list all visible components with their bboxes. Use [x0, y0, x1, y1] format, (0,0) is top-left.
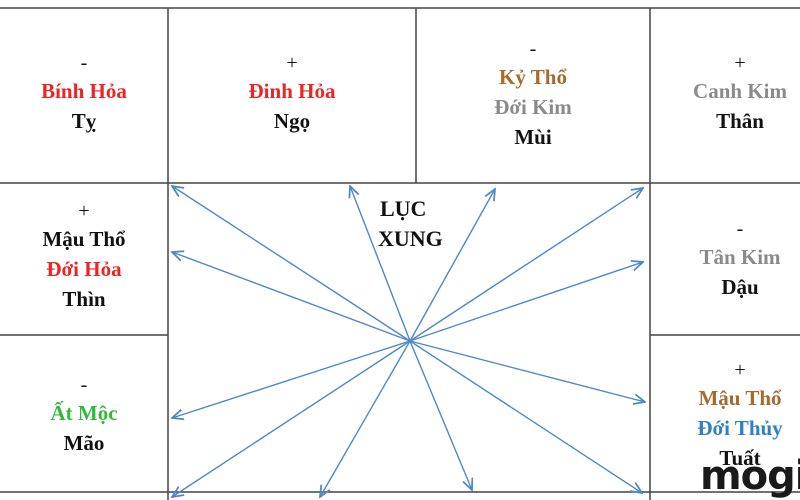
- clash-arrows: [172, 186, 645, 497]
- stem-mao: Ất Mộc: [50, 401, 118, 425]
- stem-mui: Kỷ Thổ: [499, 65, 567, 89]
- branch-thin: Thìn: [62, 287, 106, 311]
- cell-mui: - Kỷ Thổ Đới Kim Mùi: [416, 36, 650, 152]
- sub-thin: Đới Hỏa: [46, 257, 122, 281]
- clash-arrow-12: [172, 340, 411, 497]
- cell-ngo: + Đinh Hỏa Ngọ: [168, 50, 416, 136]
- stem-thin: Mậu Thổ: [42, 227, 126, 251]
- cell-ty: - Bính Hỏa Tỵ: [0, 50, 168, 136]
- clash-arrow-7: [172, 340, 411, 418]
- stem-ty: Bính Hỏa: [41, 79, 127, 103]
- clash-arrow-1: [172, 186, 411, 342]
- clash-arrow-6: [409, 262, 643, 342]
- sub-tuat: Đới Thủy: [697, 416, 783, 440]
- clash-arrow-9: [320, 340, 411, 497]
- branch-ty: Tỵ: [71, 109, 97, 133]
- stem-ngo: Đinh Hỏa: [248, 79, 336, 103]
- cell-tuat: + Mậu Thổ Đới Thủy Tuất: [650, 357, 800, 473]
- branch-tuat: Tuất: [719, 446, 761, 470]
- clash-arrow-3: [409, 189, 495, 342]
- cell-than: + Canh Kim Thân: [650, 50, 800, 136]
- stem-tuat: Mậu Thổ: [698, 386, 782, 410]
- sign-than: +: [734, 52, 746, 74]
- branch-than: Thân: [716, 109, 764, 133]
- sign-ty: -: [80, 52, 88, 74]
- clash-arrow-4: [409, 188, 643, 342]
- clash-arrow-10: [409, 340, 472, 490]
- sign-tuat: +: [734, 359, 746, 381]
- branch-ngo: Ngọ: [273, 109, 311, 133]
- clash-arrow-2: [350, 186, 411, 342]
- center-label-line1: LỤC: [380, 196, 427, 221]
- center-label-line2: XUNG: [378, 226, 443, 251]
- center-label: LỤC XUNG: [378, 194, 443, 254]
- cell-dau: - Tân Kim Dậu: [650, 216, 800, 302]
- clash-arrow-8: [409, 340, 645, 402]
- cell-thin: + Mậu Thổ Đới Hỏa Thìn: [0, 198, 168, 314]
- sign-dau: -: [736, 218, 744, 240]
- sign-mui: -: [529, 38, 537, 60]
- branch-dau: Dậu: [721, 275, 759, 299]
- sign-mao: -: [80, 374, 88, 396]
- cell-mao: - Ất Mộc Mão: [0, 372, 168, 458]
- branch-mao: Mão: [63, 431, 105, 455]
- stem-dau: Tân Kim: [699, 245, 781, 269]
- clash-arrow-5: [172, 252, 411, 342]
- mogi-logo: mogi: [700, 453, 800, 499]
- stem-than: Canh Kim: [693, 79, 787, 103]
- clash-arrow-11: [409, 340, 642, 493]
- branch-mui: Mùi: [514, 125, 552, 149]
- sub-mui: Đới Kim: [494, 95, 572, 119]
- sign-thin: +: [78, 200, 90, 222]
- sign-ngo: +: [286, 52, 298, 74]
